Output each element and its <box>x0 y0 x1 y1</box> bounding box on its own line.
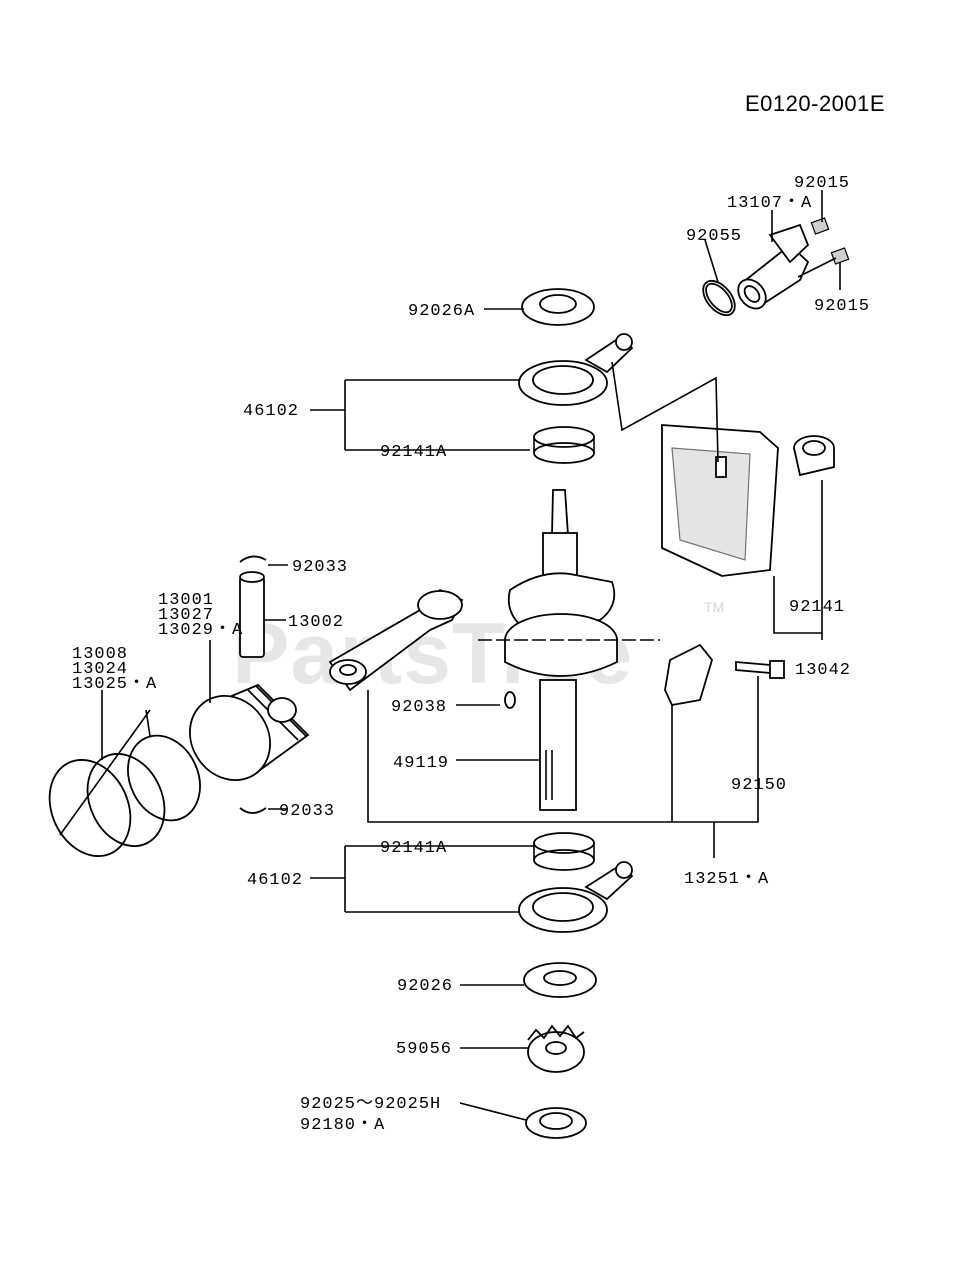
connecting-rod[interactable] <box>328 588 785 707</box>
label-13025A[interactable]: 13025・A <box>72 675 157 694</box>
piston[interactable] <box>174 680 310 796</box>
piston-pin-13002[interactable] <box>239 576 265 658</box>
label-92055[interactable]: 92055 <box>686 227 742 246</box>
bearing-92141A-bottom[interactable] <box>533 832 595 871</box>
balancer-weight-bottom[interactable] <box>518 861 634 933</box>
label-92038[interactable]: 92038 <box>391 698 447 717</box>
label-13042[interactable]: 13042 <box>795 661 851 680</box>
label-13008[interactable]: 13008 <box>72 645 128 664</box>
balancer-holder-13042[interactable] <box>661 424 835 577</box>
label-92033-top[interactable]: 92033 <box>292 558 348 577</box>
nut-92015-top[interactable] <box>810 217 830 235</box>
key-92038[interactable] <box>504 691 516 709</box>
label-92033-bottom[interactable]: 92033 <box>279 802 335 821</box>
nut-92015-bottom[interactable] <box>830 247 850 265</box>
crankshaft-49119[interactable] <box>504 489 618 811</box>
label-92015-top[interactable]: 92015 <box>794 174 850 193</box>
label-13029A[interactable]: 13029・A <box>158 621 243 640</box>
leader-lines <box>59 190 841 1121</box>
bearing-92141A-top[interactable] <box>533 426 595 464</box>
label-92150[interactable]: 92150 <box>731 776 787 795</box>
label-13107A[interactable]: 13107・A <box>727 194 812 213</box>
label-13002[interactable]: 13002 <box>288 613 344 632</box>
circlip-92033-top[interactable] <box>239 555 267 563</box>
label-92141A-bottom[interactable]: 92141A <box>380 839 447 858</box>
piston-rings[interactable] <box>34 724 213 870</box>
label-92015-bottom[interactable]: 92015 <box>814 297 870 316</box>
label-92026[interactable]: 92026 <box>397 977 453 996</box>
washer-92026A[interactable] <box>521 288 595 326</box>
shim-92025[interactable] <box>525 1107 587 1139</box>
label-92026A[interactable]: 92026A <box>408 302 475 321</box>
bushing-92141[interactable] <box>802 440 826 456</box>
rod-cap[interactable] <box>664 643 713 707</box>
label-46102-bottom[interactable]: 46102 <box>247 871 303 890</box>
label-92141A-top[interactable]: 92141A <box>380 443 447 462</box>
o-ring-92055[interactable] <box>697 275 741 321</box>
crank-gear-59056[interactable] <box>527 1024 585 1073</box>
label-13001[interactable]: 13001 <box>158 591 214 610</box>
circlip-92033-bottom[interactable] <box>239 807 267 814</box>
balancer-weight-top[interactable] <box>518 333 634 406</box>
part-labels: 92015 13107・A 92055 92015 92026A 46102 9… <box>72 174 870 1135</box>
label-49119[interactable]: 49119 <box>393 754 449 773</box>
balancer-shaft-group <box>697 217 850 321</box>
watermark-tm: TM <box>704 599 724 615</box>
label-13027[interactable]: 13027 <box>158 606 214 625</box>
washer-92026[interactable] <box>523 962 597 998</box>
diagram-id: E0120-2001E <box>745 91 885 116</box>
label-13024[interactable]: 13024 <box>72 660 128 679</box>
label-59056[interactable]: 59056 <box>396 1040 452 1059</box>
label-92025-range[interactable]: 92025～92025H <box>300 1095 441 1114</box>
label-92180A[interactable]: 92180・A <box>300 1116 385 1135</box>
label-92141[interactable]: 92141 <box>789 598 845 617</box>
label-46102-top[interactable]: 46102 <box>243 402 299 421</box>
label-13251A[interactable]: 13251・A <box>684 870 769 889</box>
